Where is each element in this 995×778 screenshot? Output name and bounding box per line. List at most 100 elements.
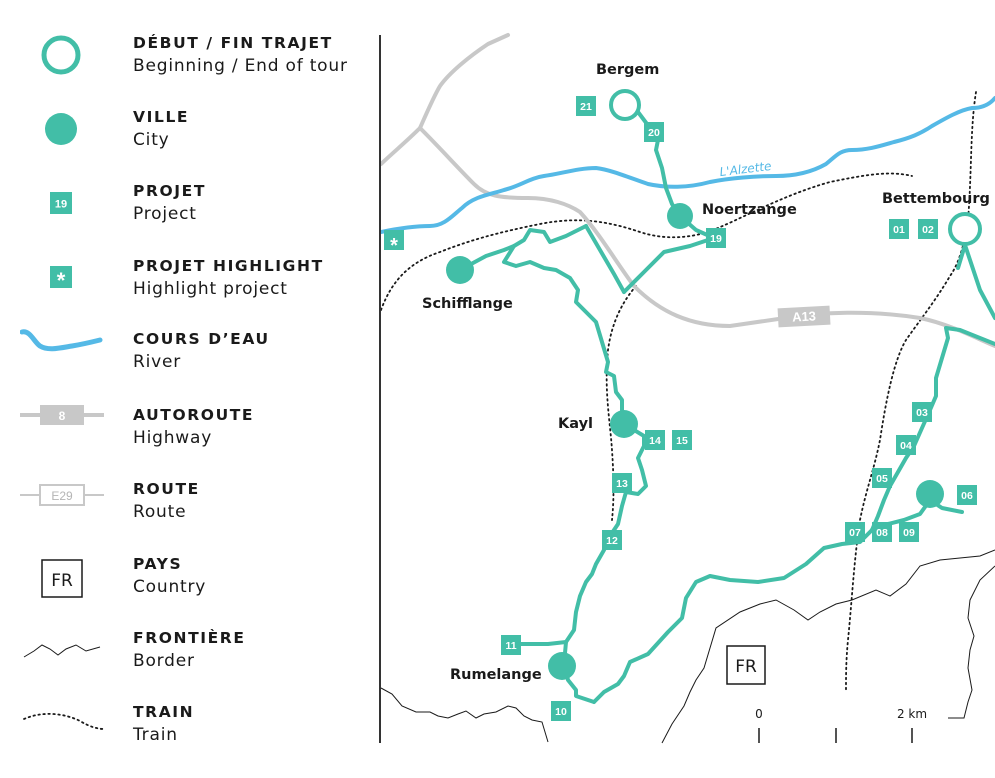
ring-icon (41, 35, 81, 75)
city-dot-schifflange (446, 256, 474, 284)
project-marker[interactable]: 01 (889, 219, 909, 239)
project-label: 09 (903, 527, 915, 539)
legend-title: PROJET HIGHLIGHT (133, 257, 324, 275)
legend-subtitle: Highlight project (133, 279, 288, 299)
city-label-noertzange: Noertzange (702, 202, 797, 218)
project-marker[interactable]: 19 (706, 228, 726, 248)
project-marker[interactable]: 13 (612, 473, 632, 493)
legend-subtitle: Beginning / End of tour (133, 56, 348, 76)
city-dot-kayl (610, 410, 638, 438)
route-icon: E29 (20, 484, 104, 506)
project-label: 19 (710, 233, 722, 245)
project-label: 08 (876, 527, 888, 539)
highway-label: A13 (792, 308, 817, 324)
project-marker[interactable]: 06 (957, 485, 977, 505)
project-label: 21 (580, 101, 592, 113)
legend-title: AUTOROUTE (133, 406, 255, 424)
legend-subtitle: River (133, 352, 182, 372)
route-map: A13 L'Alzette Bergem Noertzange Bettembo… (381, 33, 995, 744)
country-label: FR (735, 657, 757, 677)
project-label: 04 (900, 440, 912, 452)
highlight-project-marker: * (384, 230, 404, 257)
city-dot-bettembourg-south (916, 480, 944, 508)
legend-item-country: FR PAYS Country (0, 551, 378, 611)
project-label: 03 (916, 407, 928, 419)
project-marker[interactable]: 08 (872, 522, 892, 542)
project-label: 10 (555, 706, 567, 718)
legend-sample: 8 (59, 409, 66, 423)
train-icon (23, 713, 105, 730)
legend-item-highlight: * PROJET HIGHLIGHT Highlight project (0, 253, 378, 313)
project-label: 02 (922, 224, 934, 236)
project-label: 01 (893, 224, 905, 236)
city-label-bettembourg: Bettembourg (882, 191, 990, 207)
country-box-icon: FR (41, 559, 83, 598)
legend-item-route: E29 ROUTE Route (0, 476, 378, 536)
highlight-marker-label: * (390, 235, 398, 257)
project-marker[interactable]: 10 (551, 701, 571, 721)
scale-bar: 0 2 km (755, 707, 927, 743)
start-end-ring-bettembourg (948, 212, 982, 246)
city-dot-noertzange (667, 203, 693, 229)
legend-subtitle: Country (133, 577, 207, 597)
legend-sample: 19 (55, 199, 67, 211)
border-icon (23, 644, 101, 658)
legend-title: PAYS (133, 555, 183, 573)
legend-item-river: COURS D’EAU River (0, 326, 378, 386)
project-label: 07 (849, 527, 861, 539)
legend-item-border: FRONTIÈRE Border (0, 625, 378, 685)
project-marker[interactable]: 07 (845, 522, 865, 542)
project-marker[interactable]: 04 (896, 435, 916, 455)
legend-title: COURS D’EAU (133, 330, 270, 348)
legend-sample: FR (51, 571, 73, 591)
legend-subtitle: Train (133, 725, 178, 745)
legend-item-city: VILLE City (0, 104, 378, 164)
highway-shield-a13: A13 (777, 305, 831, 328)
project-marker[interactable]: 02 (918, 219, 938, 239)
country-box-fr: FR (726, 645, 766, 685)
legend-title: TRAIN (133, 703, 195, 721)
project-marker[interactable]: 05 (872, 468, 892, 488)
city-label-kayl: Kayl (558, 416, 593, 432)
project-marker[interactable]: 14 (645, 430, 665, 450)
legend-title: VILLE (133, 108, 190, 126)
city-label-rumelange: Rumelange (450, 667, 542, 683)
river-label: L'Alzette (719, 159, 772, 179)
legend-subtitle: Route (133, 502, 187, 522)
project-label: 14 (649, 435, 661, 447)
project-marker[interactable]: 11 (501, 635, 521, 655)
river-icon (20, 329, 103, 352)
project-marker[interactable]: 21 (576, 96, 596, 116)
project-label: 13 (616, 478, 628, 490)
project-square-icon: 19 (50, 192, 72, 214)
project-marker[interactable]: 20 (644, 122, 664, 142)
project-marker[interactable]: 15 (672, 430, 692, 450)
river (381, 96, 995, 234)
legend-subtitle: Highway (133, 428, 213, 448)
asterisk-icon: * (50, 266, 72, 293)
project-marker[interactable]: 09 (899, 522, 919, 542)
start-end-ring-bergem (609, 89, 641, 121)
project-label: 05 (876, 473, 888, 485)
legend-title: PROJET (133, 182, 207, 200)
legend-sample: E29 (51, 489, 73, 503)
map-legend: DÉBUT / FIN TRAJET Beginning / End of to… (0, 0, 378, 778)
legend-title: DÉBUT / FIN TRAJET (133, 34, 333, 52)
highway-lines (381, 33, 995, 348)
city-label-bergem: Bergem (596, 62, 659, 78)
legend-title: ROUTE (133, 480, 200, 498)
project-marker[interactable]: 12 (602, 530, 622, 550)
legend-subtitle: City (133, 130, 170, 150)
scale-start-label: 0 (755, 707, 763, 721)
legend-subtitle: Border (133, 651, 195, 671)
legend-item-start-end: DÉBUT / FIN TRAJET Beginning / End of to… (0, 30, 378, 90)
project-label: 11 (505, 640, 516, 652)
city-label-schifflange: Schifflange (422, 296, 513, 312)
project-marker[interactable]: 03 (912, 402, 932, 422)
project-label: 20 (648, 127, 660, 139)
legend-item-highway: 8 AUTOROUTE Highway (0, 402, 378, 462)
project-label: 15 (676, 435, 688, 447)
highway-icon: 8 (20, 405, 104, 425)
legend-item-project: 19 PROJET Project (0, 178, 378, 238)
legend-item-train: TRAIN Train (0, 699, 378, 759)
